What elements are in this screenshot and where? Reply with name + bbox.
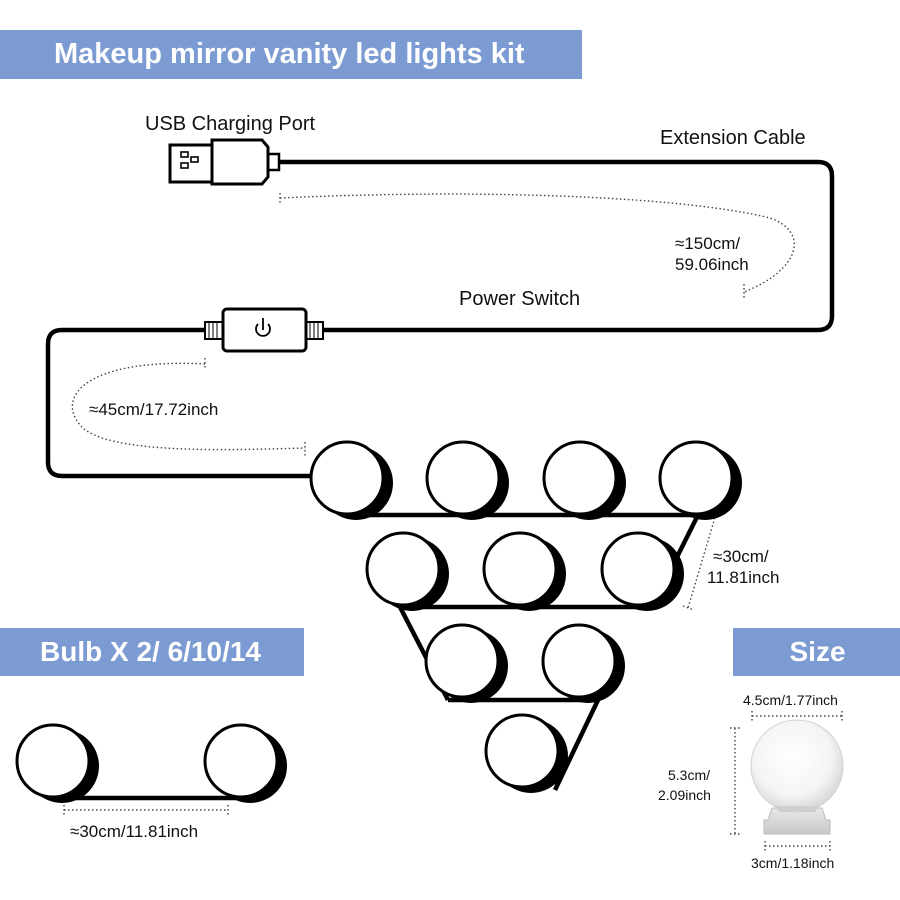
pair-spacing-marker bbox=[63, 805, 229, 815]
extension-cable-label: Extension Cable bbox=[660, 127, 806, 149]
pair-spacing-label: ≈30cm/11.81inch bbox=[70, 822, 199, 841]
bulb bbox=[484, 713, 560, 789]
power-switch-label: Power Switch bbox=[459, 288, 581, 310]
extension-length-cm: ≈150cm/ bbox=[675, 234, 741, 253]
bulb bbox=[203, 723, 279, 799]
bulb bbox=[542, 440, 618, 516]
bulb bbox=[365, 531, 441, 607]
title-text: Makeup mirror vanity led lights kit bbox=[54, 38, 525, 70]
size-diameter-label: 4.5cm/1.77inch bbox=[743, 692, 838, 708]
bulb bbox=[658, 440, 734, 516]
switch-cable bbox=[45, 327, 312, 479]
usb-plug-icon bbox=[168, 138, 281, 186]
bulb bbox=[309, 440, 385, 516]
switch-length-marker bbox=[71, 358, 306, 456]
bulb-spacing-cm: ≈30cm/ bbox=[713, 547, 769, 566]
bulb-count-text: Bulb X 2/ 6/10/14 bbox=[40, 636, 261, 667]
usb-port-label: USB Charging Port bbox=[145, 113, 316, 135]
bulb bbox=[15, 723, 91, 799]
bulb bbox=[425, 440, 501, 516]
bulb bbox=[424, 623, 500, 699]
bulb bbox=[600, 531, 676, 607]
bulb-product-image bbox=[750, 719, 844, 835]
power-icon bbox=[255, 318, 271, 337]
bulb-pair bbox=[15, 723, 287, 815]
size-height-marker bbox=[730, 727, 740, 835]
size-height-cm: 5.3cm/ bbox=[668, 767, 711, 783]
bulb-spacing-marker bbox=[682, 511, 723, 611]
size-base-label: 3cm/1.18inch bbox=[751, 855, 835, 871]
extension-length-inch: 59.06inch bbox=[675, 255, 749, 274]
extension-cable bbox=[278, 159, 835, 333]
size-height-inch: 2.09inch bbox=[658, 787, 711, 803]
bulb-count-banner: Bulb X 2/ 6/10/14 bbox=[0, 628, 304, 676]
extension-length-marker bbox=[279, 193, 795, 300]
bulb-spacing-inch: 11.81inch bbox=[707, 568, 780, 587]
size-base-marker bbox=[764, 841, 831, 851]
title-banner: Makeup mirror vanity led lights kit bbox=[0, 30, 582, 79]
bulb-group bbox=[309, 440, 742, 793]
bulb bbox=[541, 623, 617, 699]
size-banner-text: Size bbox=[789, 636, 846, 667]
bulb bbox=[482, 531, 558, 607]
switch-length-label: ≈45cm/17.72inch bbox=[89, 400, 219, 419]
power-switch bbox=[204, 307, 324, 353]
size-banner: Size bbox=[733, 628, 900, 676]
size-diameter-marker bbox=[751, 711, 843, 721]
